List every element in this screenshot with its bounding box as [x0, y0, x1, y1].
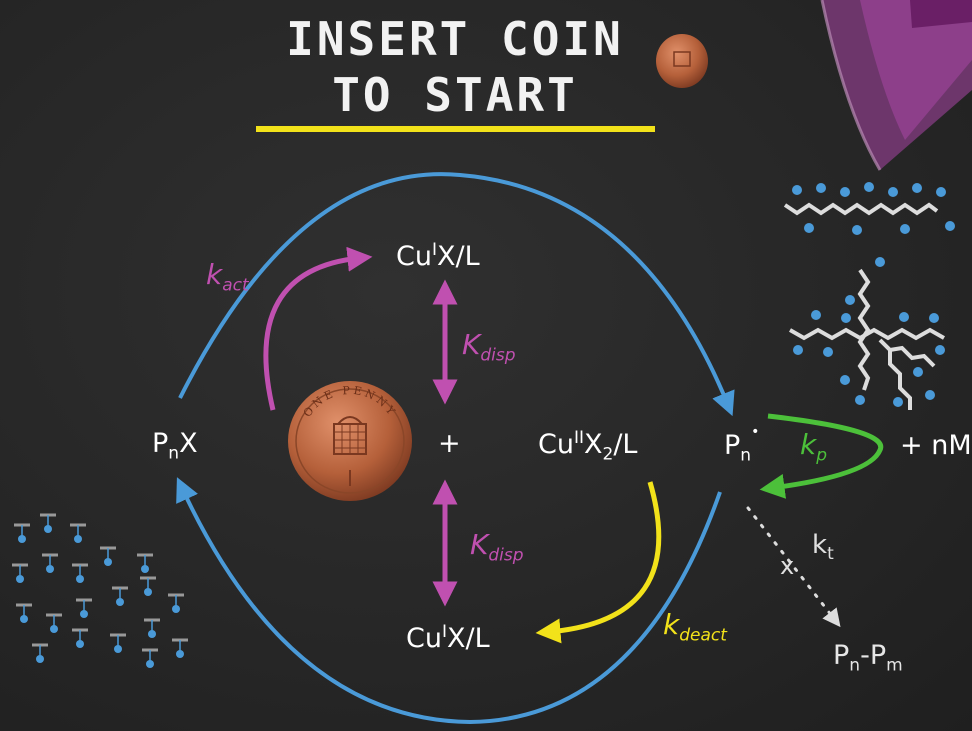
plus-sign: +	[438, 428, 461, 459]
purple-decoration	[820, 0, 972, 171]
radical-sub: n	[740, 445, 752, 466]
monomer-icon	[42, 553, 58, 573]
species-radical: Pn •	[724, 424, 759, 466]
penny-icon-small	[656, 34, 708, 88]
title-line-1: INSERT COIN	[286, 12, 624, 66]
monomer-icon	[100, 546, 116, 566]
blue-arrow-deactivation-cycle	[176, 477, 722, 725]
rate-k-t: kt	[812, 530, 834, 564]
blue-arrow-activation-cycle	[178, 172, 735, 417]
termination-blocked-mark: x	[780, 552, 795, 580]
monomer-icon	[32, 643, 48, 663]
k-act-sub: act	[222, 275, 249, 296]
monomer-icon	[144, 618, 160, 638]
species-cu1-top: CuIX/L	[396, 240, 480, 272]
cu1-bottom-base: Cu	[406, 623, 442, 654]
termination-dotted-arrow	[746, 506, 841, 628]
radical-base: P	[724, 430, 741, 461]
monomer-icon	[72, 563, 88, 583]
monomer-icon	[110, 633, 126, 653]
pnx-sub: n	[168, 443, 180, 464]
k-disp-bottom-symbol: K	[470, 528, 489, 561]
k-disp-bottom-sub: disp	[488, 545, 524, 566]
penny-icon-large: ONE PENNY	[288, 381, 412, 501]
rate-k-p: kp	[800, 428, 827, 466]
dead-base: P	[833, 640, 850, 671]
monomer-icon	[76, 598, 92, 618]
species-cu1-bottom: CuIX/L	[406, 622, 490, 654]
cu2-sup: II	[573, 428, 584, 448]
monomer-icon	[172, 638, 188, 658]
cu2-base: Cu	[538, 429, 574, 460]
cu1-top-sup: I	[431, 240, 437, 260]
monomer-decoration	[12, 513, 188, 668]
rate-k-disp-bottom: Kdisp	[470, 528, 524, 566]
linear-polymer-beads	[792, 182, 955, 235]
k-disp-top-sub: disp	[480, 345, 516, 366]
k-p-sub: p	[816, 445, 828, 466]
k-disp-top-symbol: K	[462, 328, 481, 361]
monomer-icon	[72, 628, 88, 648]
species-monomer: + nM	[900, 430, 972, 461]
cu2-sub: 2	[602, 444, 614, 465]
monomer-icon	[140, 576, 156, 596]
monomer-icon	[12, 563, 28, 583]
k-act-symbol: k	[206, 258, 223, 291]
yellow-arrow-deactivation	[535, 481, 662, 644]
cu1-bottom-sup: I	[441, 622, 447, 642]
cu1-top-base: Cu	[396, 241, 432, 272]
monomer-icon	[70, 523, 86, 543]
pink-arrow-activation	[263, 246, 373, 411]
k-p-symbol: k	[800, 428, 817, 461]
species-dead-polymer: Pn-Pm	[833, 640, 903, 675]
pnx-tail: X	[179, 428, 198, 459]
monomer-icon	[46, 613, 62, 633]
dead-sub2: m	[886, 655, 903, 676]
dead-dash: -P	[860, 640, 887, 671]
branched-polymer-decoration	[789, 268, 945, 410]
rate-k-deact: kdeact	[663, 608, 727, 646]
k-t-symbol: k	[812, 530, 828, 560]
branched-polymer-beads	[793, 257, 945, 407]
rate-k-act: kact	[206, 258, 249, 296]
cu2-tail: /L	[613, 429, 638, 460]
monomer-icon	[168, 593, 184, 613]
cu2-mid: X	[584, 429, 603, 460]
k-deact-symbol: k	[663, 608, 680, 641]
species-cu2: CuIIX2/L	[538, 428, 637, 464]
linear-polymer-decoration	[783, 202, 939, 216]
monomer-icon	[137, 553, 153, 573]
species-pnx: PnX	[152, 428, 198, 463]
green-arrow-propagation	[759, 413, 884, 499]
title-line-2: TO START	[332, 68, 578, 122]
pnx-base: P	[152, 428, 169, 459]
monomer-icon	[14, 523, 30, 543]
cu1-top-tail: X/L	[436, 241, 480, 272]
radical-dot: •	[751, 424, 760, 440]
monomer-icon	[142, 648, 158, 668]
k-deact-sub: deact	[679, 625, 727, 646]
dead-sub1: n	[849, 655, 861, 676]
rate-k-disp-top: Kdisp	[462, 328, 516, 366]
monomer-icon	[112, 586, 128, 606]
cu1-bottom-tail: X/L	[446, 623, 490, 654]
monomer-icon	[40, 513, 56, 533]
k-t-sub: t	[827, 544, 834, 565]
monomer-icon	[16, 603, 32, 623]
